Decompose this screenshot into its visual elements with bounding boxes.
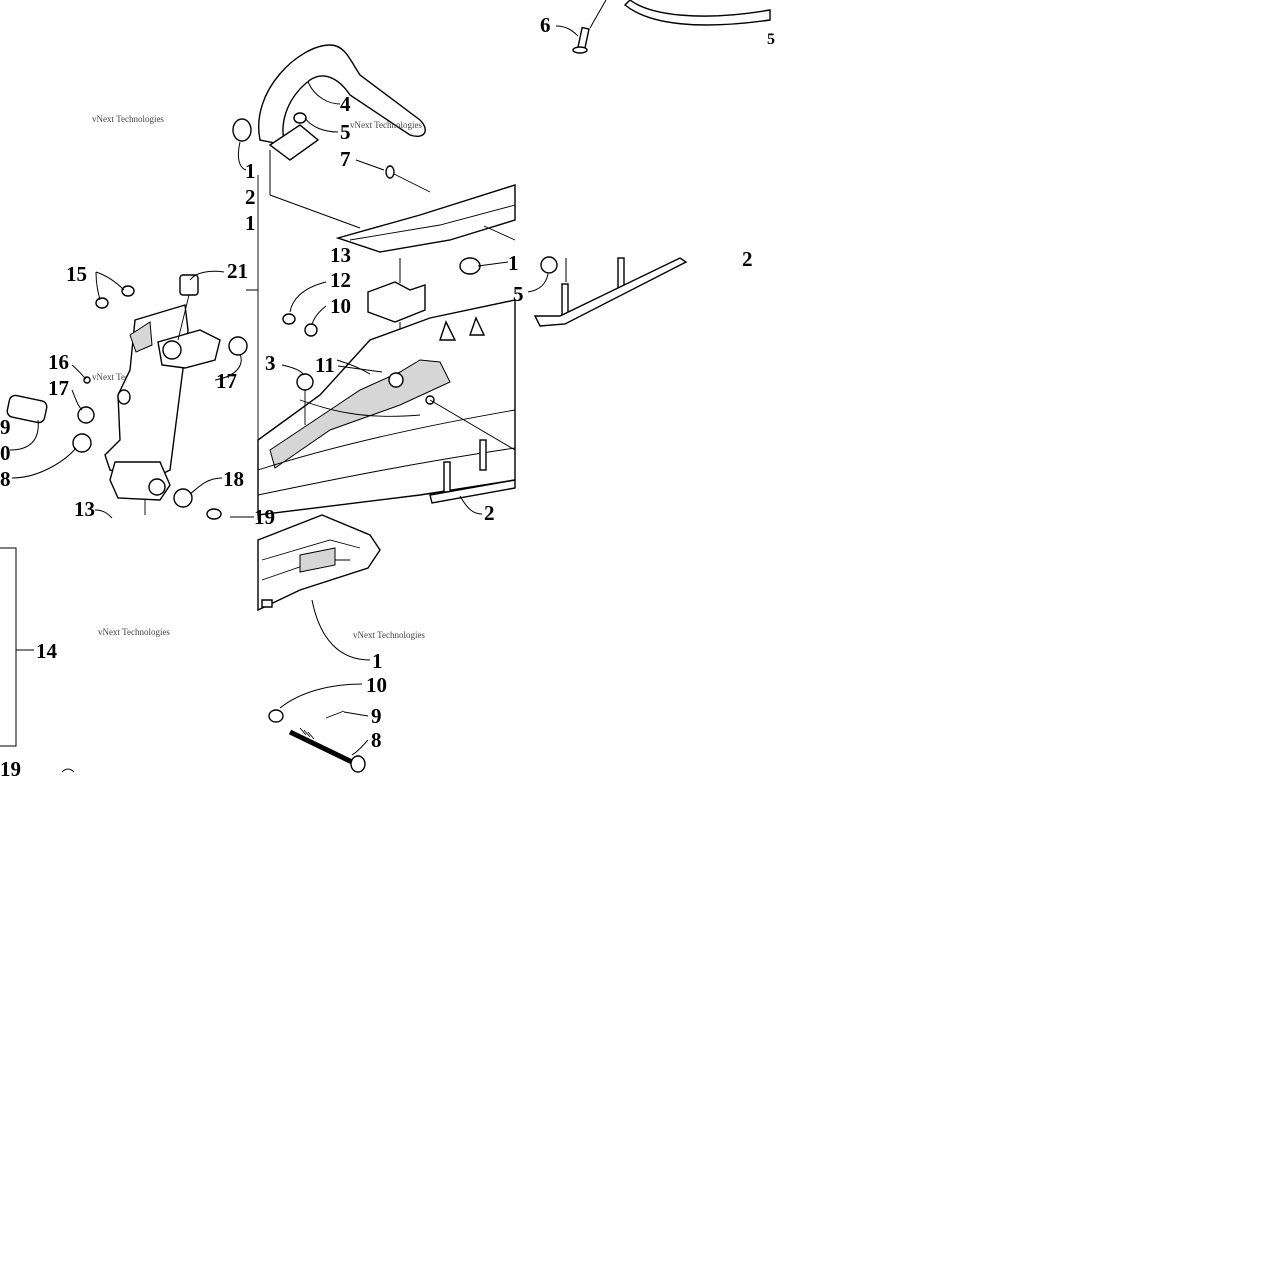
ski-front-part [335, 184, 516, 253]
callout-label: 19 [254, 505, 275, 529]
watermark: vNext Technologies [350, 120, 422, 130]
callout-label: 1 [245, 159, 256, 183]
bushing-part [72, 433, 92, 453]
stud-part [443, 461, 451, 493]
washer-part [268, 709, 284, 723]
callout-label: 17 [48, 376, 69, 400]
ski-loop-part [258, 44, 426, 146]
plug-part [179, 274, 199, 296]
tile-spindle: vNext Technologies vNext Technologies [6, 44, 431, 520]
callout-label: 3 [265, 351, 276, 375]
plug-line [177, 294, 190, 341]
ski-bolt-part [388, 372, 404, 388]
washer-part [206, 508, 222, 520]
bolt-head-part [385, 165, 395, 179]
callout-label: 9 [0, 415, 11, 439]
sleeve-part [6, 394, 48, 424]
bushing-part [173, 488, 193, 508]
callout-label: 10 [330, 294, 351, 318]
wear-bar-part [533, 257, 688, 327]
ski-pivot-part [459, 257, 481, 275]
spindle-shade [129, 321, 153, 353]
bushing-part [228, 336, 248, 356]
tile-ski-saddle: vNext Technologies vNext Technologies [257, 120, 516, 516]
spindle-hole [117, 389, 131, 405]
callout-label: 2 [484, 501, 495, 525]
bracket-line [0, 547, 17, 747]
watermark: vNext Technologies [353, 630, 425, 640]
callout-label: 2 [742, 247, 753, 271]
ski-rib-shade [269, 359, 451, 469]
wear-bar-part [429, 479, 516, 504]
tile-ski-tail: vNext Technologies [257, 514, 425, 773]
stud-part [617, 257, 625, 289]
bolt-part [577, 26, 590, 50]
callout-label: 13 [74, 497, 95, 521]
callout-label: 5 [340, 120, 351, 144]
callout-label: 9 [371, 704, 382, 728]
callout-label: 21 [227, 259, 248, 283]
callout-label: 0 [0, 441, 11, 465]
callout-label: 1 [245, 211, 256, 235]
callout-label: 11 [315, 353, 335, 377]
callout-label: 5 [767, 31, 775, 48]
callout-label: 1 [372, 649, 383, 673]
nut-part [293, 112, 307, 124]
nut-part [540, 256, 558, 274]
watermark: vNext Technologies [98, 627, 170, 637]
callout-label: 19 [0, 757, 21, 781]
tile-loop-wearbar [527, 0, 771, 327]
callout-label: 15 [66, 262, 87, 286]
bushing-part [77, 406, 95, 424]
callout-label: 14 [36, 639, 58, 663]
loop-section-part [623, 0, 771, 26]
callout-label: 4 [340, 92, 351, 116]
loop-end-part [268, 124, 320, 161]
callout-label: 8 [0, 467, 11, 491]
callout-label: 13 [330, 243, 351, 267]
cotter-pin-part [325, 710, 345, 719]
callout-label: 17 [216, 369, 237, 393]
washer-part [121, 285, 135, 297]
callout-label: 12 [330, 268, 351, 292]
spindle-bushing [148, 478, 166, 496]
stud-part [479, 439, 487, 471]
callout-label: 2 [245, 185, 256, 209]
lock-nut-part [296, 373, 314, 391]
washer-part [304, 323, 318, 337]
watermark: vNext Technologies [92, 114, 164, 124]
callout-label: 1 [508, 251, 519, 275]
callout-label: 16 [48, 350, 69, 374]
callout-label: 10 [366, 673, 387, 697]
bushing-part [232, 118, 252, 142]
callout-label: 8 [371, 728, 382, 752]
callout-labels: 6 4 5 1 7 2 1 15 21 12 10 5 2 16 17 17 3… [0, 13, 775, 781]
washer-part [95, 297, 109, 309]
callout-label: 5 [513, 282, 524, 306]
callout-label: 18 [223, 467, 244, 491]
tile-bracket: vNext Technologies [0, 547, 170, 773]
nut-part [282, 313, 296, 325]
bolt-head-part [350, 755, 366, 773]
callout-label: 7 [340, 147, 351, 171]
clamp-hole [162, 340, 182, 360]
callout-label: 6 [540, 13, 551, 37]
bolt-head-part [572, 46, 588, 54]
saddle-block-part [367, 281, 426, 323]
